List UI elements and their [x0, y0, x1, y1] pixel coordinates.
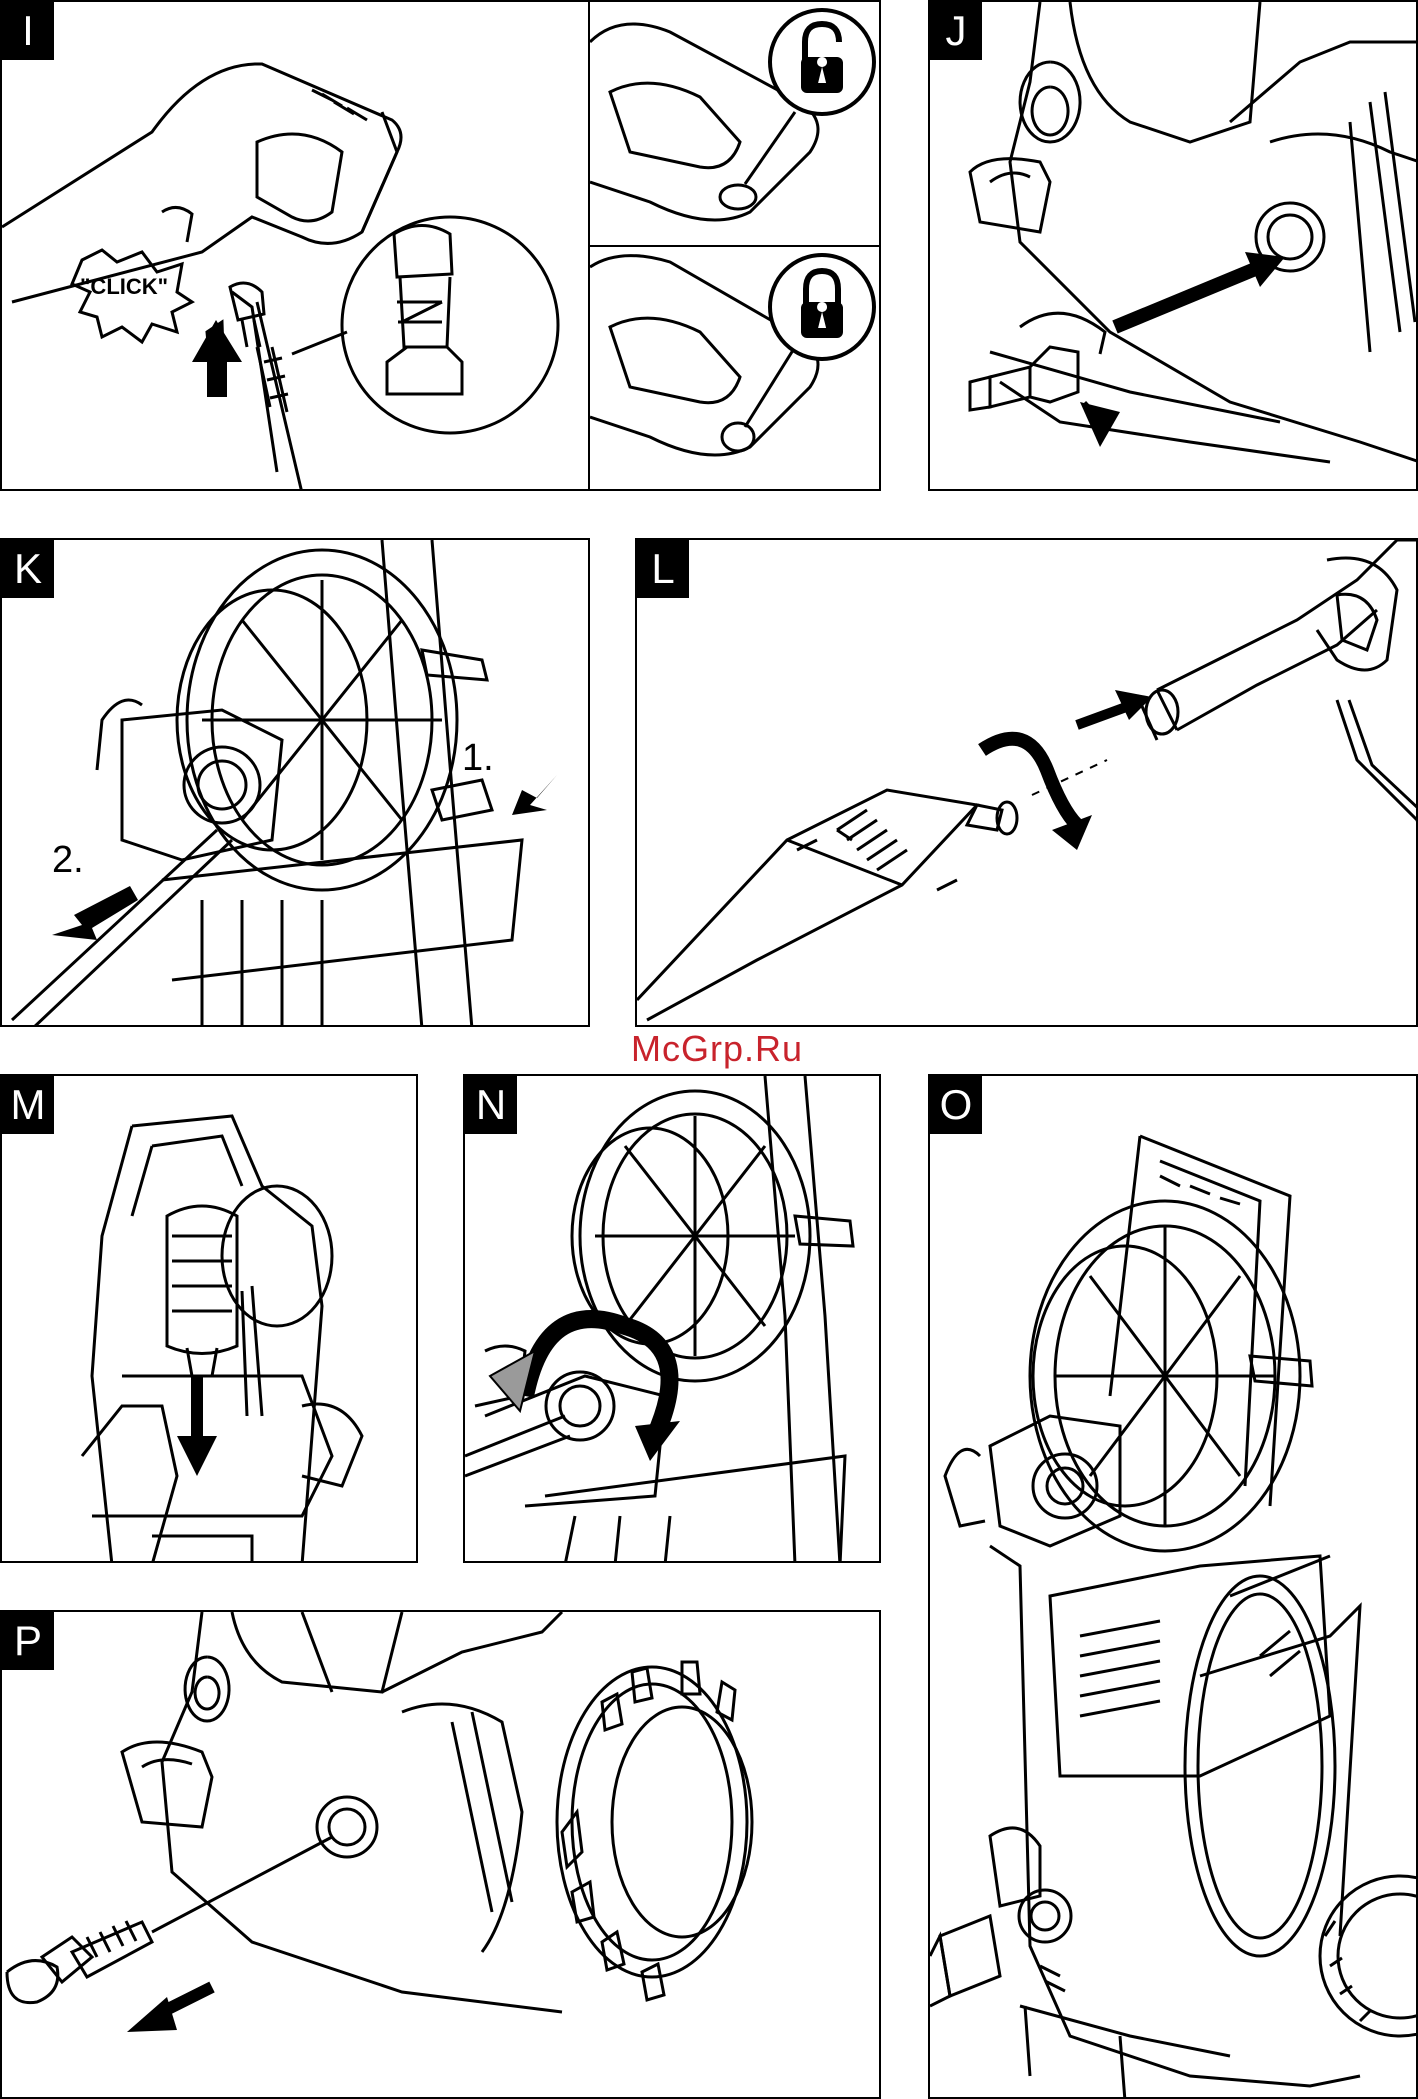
panel-l: L	[635, 538, 1418, 1027]
panel-n-letter: N	[465, 1076, 517, 1134]
click-callout-text: "CLICK"	[80, 274, 168, 299]
panel-o: O	[928, 1074, 1418, 2099]
panel-i-unlocked	[588, 0, 881, 247]
gun-trigger-unlocked-illustration	[590, 8, 876, 222]
panel-m-letter: M	[2, 1076, 54, 1134]
panel-o-letter: O	[930, 1076, 982, 1134]
panel-i-locked	[588, 245, 881, 491]
panel-j: J	[928, 0, 1418, 491]
lance-to-gun-connection-illustration	[637, 540, 1416, 1022]
unlock-padlock-icon	[817, 57, 828, 83]
gun-trigger-locked-illustration	[590, 253, 876, 457]
panel-j-letter: J	[930, 2, 982, 60]
lock-padlock-icon	[817, 302, 828, 328]
panel-m: M	[0, 1074, 418, 1563]
panel-k: K 1. 2.	[0, 538, 590, 1027]
panel-i: I "CLICK"	[0, 0, 590, 491]
watermark-text: McGrp.Ru	[630, 1028, 804, 1069]
panel-l-letter: L	[637, 540, 689, 598]
panel-p: P	[0, 1610, 881, 2099]
inlet-filter-removal-illustration	[5, 1612, 754, 2032]
panel-i-letter: I	[2, 2, 54, 60]
step-1-label: 1.	[462, 737, 494, 779]
spray-gun-hose-click-illustration: "CLICK"	[2, 62, 560, 489]
assembled-pressure-washer-illustration	[930, 1134, 1416, 2097]
panel-k-letter: K	[2, 540, 54, 598]
hose-reel-crank-rewind-illustration	[465, 1076, 855, 1561]
panel-n: N	[463, 1074, 881, 1563]
panel-p-letter: P	[2, 1612, 54, 1670]
detergent-bottle-insert-illustration	[80, 1114, 364, 1561]
water-inlet-connector-illustration	[968, 2, 1416, 464]
step-2-label: 2.	[52, 839, 84, 881]
hose-reel-unwind-illustration: 1. 2.	[10, 540, 557, 1025]
